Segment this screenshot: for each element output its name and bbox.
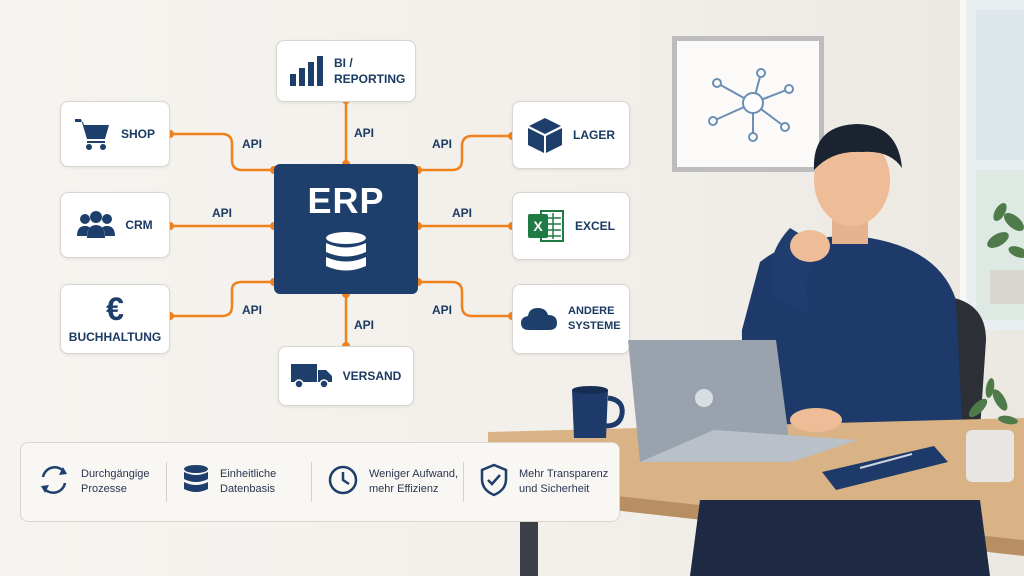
benefit-datenbasis-text: Einheitliche Datenbasis bbox=[220, 468, 277, 495]
benefit-effizienz-text: Weniger Aufwand, mehr Effizienz bbox=[369, 468, 459, 495]
node-lager-label: LAGER bbox=[573, 128, 615, 142]
node-crm-label: CRM bbox=[125, 218, 153, 232]
benefit-transparenz: Mehr Transparenz und Sicherheit bbox=[463, 454, 619, 510]
plant-icon bbox=[987, 202, 1024, 304]
api-label-lager: API bbox=[432, 137, 453, 151]
network-graph-icon bbox=[708, 68, 794, 142]
api-label-shop: API bbox=[242, 137, 263, 151]
users-icon bbox=[77, 210, 116, 240]
svg-text:X: X bbox=[533, 218, 543, 234]
node-buchhaltung: € BUCHHALTUNG bbox=[60, 284, 170, 354]
node-bi-label: BI / REPORTING bbox=[334, 56, 406, 86]
node-crm: CRM bbox=[60, 192, 170, 258]
node-andere-label: ANDERE SYSTEME bbox=[568, 305, 621, 332]
node-excel: X EXCEL bbox=[512, 192, 630, 260]
wall-picture bbox=[672, 36, 824, 172]
benefits-bar: Durchgängige Prozesse Einheitliche Daten… bbox=[20, 442, 620, 522]
node-excel-label: EXCEL bbox=[574, 219, 615, 233]
box-icon bbox=[527, 116, 563, 154]
truck-icon bbox=[290, 362, 333, 390]
benefit-prozesse-text: Durchgängige Prozesse bbox=[81, 468, 150, 495]
node-buchhaltung-label: BUCHHALTUNG bbox=[68, 330, 162, 344]
node-bi-reporting: BI / REPORTING bbox=[276, 40, 416, 102]
benefit-datenbasis: Einheitliche Datenbasis bbox=[166, 454, 311, 510]
refresh-icon bbox=[37, 463, 71, 502]
database-icon bbox=[182, 463, 210, 502]
shopping-cart-icon bbox=[74, 117, 111, 151]
node-versand-label: VERSAND bbox=[342, 369, 402, 383]
excel-icon: X bbox=[527, 208, 565, 244]
node-shop: SHOP bbox=[60, 101, 170, 167]
node-shop-label: SHOP bbox=[120, 127, 155, 141]
node-versand: VERSAND bbox=[278, 346, 414, 406]
shield-check-icon bbox=[479, 463, 509, 502]
benefit-transparenz-text: Mehr Transparenz und Sicherheit bbox=[519, 468, 609, 495]
api-label-buchhaltung: API bbox=[242, 303, 263, 317]
erp-title: ERP bbox=[307, 180, 385, 221]
benefit-prozesse: Durchgängige Prozesse bbox=[21, 454, 166, 510]
erp-center-box: ERP bbox=[274, 164, 418, 294]
api-label-crm: API bbox=[212, 206, 233, 220]
cloud-icon bbox=[520, 306, 558, 332]
node-andere-systeme: ANDERE SYSTEME bbox=[512, 284, 630, 354]
api-label-bi: API bbox=[354, 126, 375, 140]
bar-chart-icon bbox=[288, 54, 324, 88]
api-label-versand: API bbox=[354, 318, 375, 332]
api-label-andere: API bbox=[432, 303, 453, 317]
database-icon bbox=[326, 232, 366, 271]
node-lager: LAGER bbox=[512, 101, 630, 169]
api-label-excel: API bbox=[452, 206, 473, 220]
euro-icon: € bbox=[106, 291, 124, 327]
clock-icon bbox=[327, 464, 359, 501]
benefit-effizienz: Weniger Aufwand, mehr Effizienz bbox=[311, 454, 463, 510]
